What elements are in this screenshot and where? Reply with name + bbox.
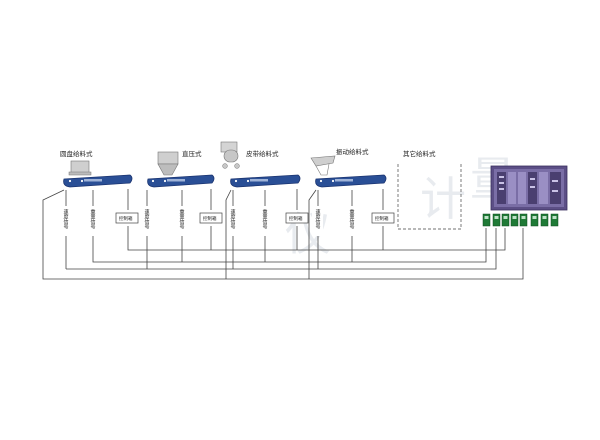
signal-labels-feeder-2: 速度信号 重量信号 控制箱 <box>141 206 223 236</box>
feeder-direct-press: 直压式 <box>147 149 215 188</box>
signal-labels-feeder-1: 速度信号 重量信号 控制箱 <box>60 206 139 236</box>
feeder-type-label: 皮带给料式 <box>246 149 279 158</box>
belt-conveyor <box>147 174 215 188</box>
io-modules <box>482 213 559 227</box>
control-box-label: 控制箱 <box>289 215 303 222</box>
speed-signal-label: 速度信号 <box>230 209 236 230</box>
control-box <box>371 212 395 224</box>
feeder-type-label: 圆盘给料式 <box>60 149 93 158</box>
disc-feeder-icon <box>68 160 92 176</box>
feeder-type-label: 其它给料式 <box>403 149 436 158</box>
vibrating-tray-icon <box>310 155 336 176</box>
belt-conveyor <box>315 174 387 188</box>
signal-labels-feeder-3: 速度信号 重量信号 控制箱 <box>227 206 309 236</box>
io-module <box>501 213 510 227</box>
control-box-label: 控制箱 <box>203 215 217 222</box>
feeder-vibrating: 振动给料式 <box>310 147 387 188</box>
control-box <box>199 212 223 224</box>
io-module <box>510 213 519 227</box>
feeder-other: 其它给料式 <box>397 149 462 230</box>
speed-signal-label: 速度信号 <box>144 209 150 230</box>
io-module <box>540 213 549 227</box>
io-module <box>530 213 539 227</box>
io-module <box>482 213 491 227</box>
control-box-label: 控制箱 <box>119 215 133 222</box>
feeder-type-label: 振动给料式 <box>336 147 369 156</box>
speed-signal-label: 速度信号 <box>63 209 69 230</box>
weight-signal-label: 重量信号 <box>179 208 185 230</box>
control-cabinet <box>490 165 568 211</box>
feeder-disc: 圆盘给料式 <box>60 149 133 188</box>
io-module <box>550 213 559 227</box>
weight-signal-label: 重量信号 <box>262 208 268 230</box>
control-box <box>285 212 309 224</box>
svg-text:计: 计 <box>420 172 466 226</box>
speed-signal-label: 速度信号 <box>315 209 321 230</box>
io-module <box>492 213 501 227</box>
belt-feeder-icon <box>220 141 240 169</box>
io-module <box>519 213 528 227</box>
control-box <box>115 212 139 224</box>
hopper-icon <box>157 151 179 176</box>
belt-conveyor <box>63 174 133 188</box>
feeder-belt: 皮带给料式 <box>220 141 301 188</box>
control-box-label: 控制箱 <box>375 215 389 222</box>
signal-labels-feeder-4: 速度信号 重量信号 控制箱 <box>312 206 395 236</box>
dashed-outline <box>397 164 462 230</box>
feeder-type-label: 直压式 <box>182 149 202 158</box>
weight-signal-label: 重量信号 <box>90 208 96 230</box>
weight-signal-label: 重量信号 <box>349 208 355 230</box>
belt-conveyor <box>230 174 301 188</box>
